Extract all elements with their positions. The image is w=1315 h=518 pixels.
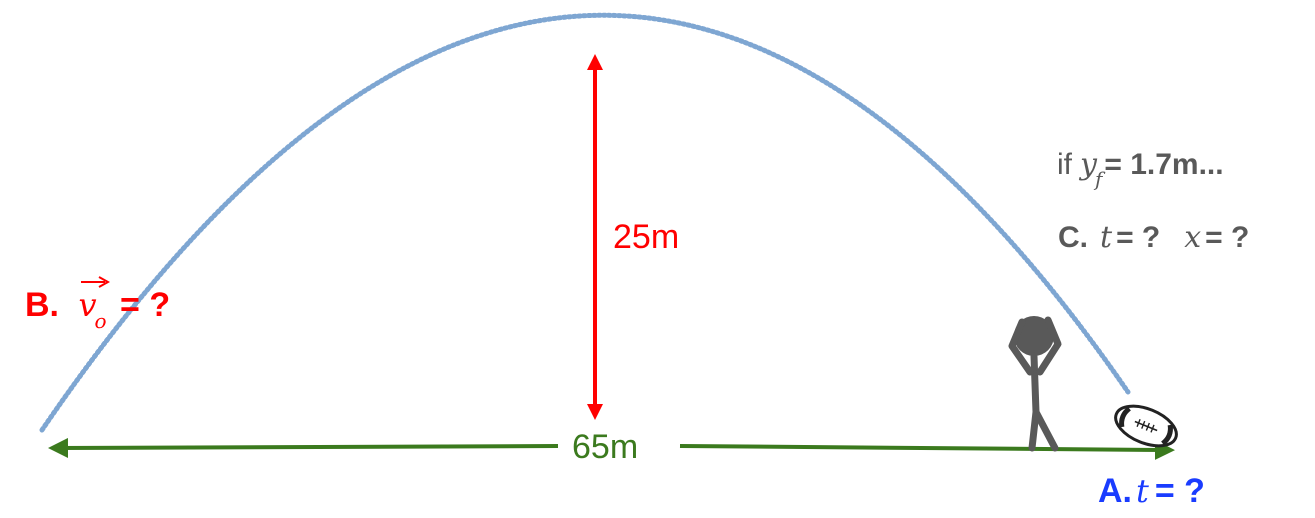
range-arrow-right <box>679 439 1175 460</box>
part-c-question-x: = ? <box>1205 221 1250 254</box>
part-c-variable-t: t <box>1100 220 1113 255</box>
height-label: 25m <box>613 218 680 256</box>
part-b-variable: v <box>78 286 97 324</box>
condition-prefix: if <box>1057 148 1072 181</box>
part-c-label: C.t= ?x= ? <box>1058 220 1249 255</box>
part-a-variable: t <box>1136 472 1149 510</box>
part-c-variable-x: x <box>1184 220 1202 255</box>
range-label: 65m <box>572 428 639 466</box>
part-b-label: B. vo = ? <box>25 276 171 333</box>
part-a-prefix: A. <box>1098 472 1132 510</box>
part-a-question: = ? <box>1154 472 1205 510</box>
part-b-prefix: B. <box>25 286 59 324</box>
trajectory-path <box>39 12 1131 433</box>
part-b-subscript: o <box>94 309 107 333</box>
vector-arrow-icon <box>81 276 111 288</box>
part-b-question: = ? <box>120 286 171 324</box>
part-a-label: A.t= ? <box>1098 472 1205 511</box>
part-c-prefix: C. <box>1058 221 1088 254</box>
range-arrow-left <box>48 437 559 458</box>
part-c-question-t: = ? <box>1116 221 1161 254</box>
condition-variable: y <box>1080 147 1097 182</box>
stick-figure-icon <box>1008 316 1062 452</box>
football-icon <box>1114 404 1178 448</box>
condition-value: = 1.7m... <box>1104 148 1224 181</box>
condition-subscript: f <box>1094 167 1103 191</box>
